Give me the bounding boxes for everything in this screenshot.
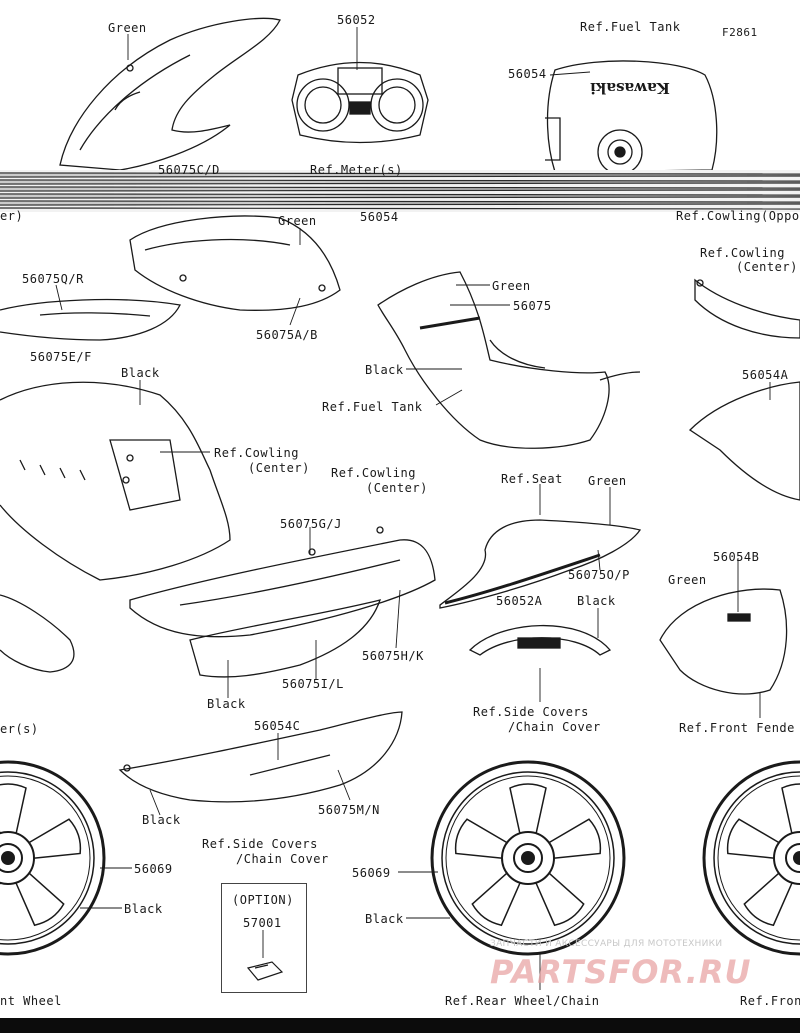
label-56054c: 56054C [254,719,301,733]
meter-assembly [291,61,429,144]
label-56075o-p: 56075O/P [568,568,630,582]
label-56075h-k: 56075H/K [362,649,424,663]
watermark-logo-text: PARTSFOR.RU [490,953,751,991]
label-green-mid: Green [278,214,317,228]
cowling-part-middle [129,215,341,311]
decal-kawasaki: Kawasaki [590,79,670,97]
label-ref-front-wheel-left: nt Wheel [0,994,62,1008]
wheel-front-left [0,760,106,956]
label-black-tank: Black [365,363,404,377]
label-56075q-r: 56075Q/R [22,272,84,286]
label-er-left: er) [0,209,24,223]
label-56052: 56052 [337,13,376,27]
bottom-border-bar [0,1018,800,1033]
label-56054a: 56054A [742,368,789,382]
label-ref-front-right: Ref.Fron [740,994,800,1008]
label-ref-fuel-tank-mid: Ref.Fuel Tank [322,400,423,414]
label-ref-side-covers-b2: /Chain Cover [236,852,329,866]
label-black-cover: Black [577,594,616,608]
label-black-left: Black [121,366,160,380]
label-green-fender: Green [668,573,707,587]
watermark-logo: PARTSFOR.RU [490,953,751,991]
label-ref-side-covers-b1: Ref.Side Covers [202,837,318,851]
fairing-left-large [0,381,231,581]
watermark-text: ЗАПЧАСТИ И АКСЕССУАРЫ ДЛЯ МОТОТЕХНИКИ [490,939,723,949]
label-57001: 57001 [243,916,282,930]
label-56075g-j: 56075G/J [280,517,342,531]
label-56075m-n: 56075M/N [318,803,380,817]
label-ref-front-fender: Ref.Front Fende [679,721,795,735]
option-part-57001 [246,961,284,981]
label-56054b: 56054B [713,550,760,564]
label-green-seat: Green [588,474,627,488]
cowling-part-top-left [59,17,281,171]
fuel-tank-middle [377,271,641,449]
label-56054-mid: 56054 [360,210,399,224]
label-option: (OPTION) [232,893,294,907]
front-fender-right [659,588,788,695]
label-black-wheel-mid: Black [365,912,404,926]
label-ref-meters-top: Ref.Meter(s) [310,163,403,177]
cowling-part-small-left [0,298,181,341]
label-ref-fuel-tank-top: Ref.Fuel Tank [580,20,681,34]
cowling-part-lower-left [0,594,75,673]
label-56075c-d: 56075C/D [158,163,220,177]
label-56075a-b: 56075A/B [256,328,318,342]
cowling-part-right-center [694,278,800,339]
label-56075: 56075 [513,299,552,313]
wheel-front-right [702,760,800,956]
label-56054-top: 56054 [508,67,547,81]
figure-code: F2861 [722,26,758,39]
label-ref-cowling-center-mid-2: (Center) [366,481,428,495]
label-black-lower: Black [207,697,246,711]
label-ref-cowling-center-left-1: Ref.Cowling [214,446,299,460]
label-ref-seat: Ref.Seat [501,472,563,486]
label-56052a: 56052A [496,594,543,608]
wheel-rear-center [430,760,626,956]
label-ref-side-covers-1: Ref.Side Covers [473,705,589,719]
label-black-wheel-left: Black [124,902,163,916]
fairing-right-56054a [688,381,800,501]
side-cover-56052a [468,624,612,656]
label-ref-cowling-center-right-2: (Center) [736,260,798,274]
label-ref-cowling-opp: Ref.Cowling(Oppo [676,209,800,223]
label-56069-left: 56069 [134,862,173,876]
label-green-tank: Green [492,279,531,293]
option-box [221,883,307,993]
scan-distortion-band [0,170,800,212]
label-ref-side-covers-2: /Chain Cover [508,720,601,734]
label-ref-rear-wheel: Ref.Rear Wheel/Chain [445,994,600,1008]
leader-lines [55,27,771,990]
label-ref-cowling-center-left-2: (Center) [248,461,310,475]
label-56069-mid: 56069 [352,866,391,880]
label-56075i-l: 56075I/L [282,677,344,691]
label-56075e-f: 56075E/F [30,350,92,364]
seat-cover [439,519,642,609]
label-green-top: Green [108,21,147,35]
label-ref-cowling-center-right-1: Ref.Cowling [700,246,785,260]
label-ref-cowling-center-mid-1: Ref.Cowling [331,466,416,480]
side-fairing-center [129,526,436,678]
label-ers-left: er(s) [0,722,39,736]
lower-side-cover [118,711,403,803]
fuel-tank-top [545,60,718,175]
label-black-side: Black [142,813,181,827]
